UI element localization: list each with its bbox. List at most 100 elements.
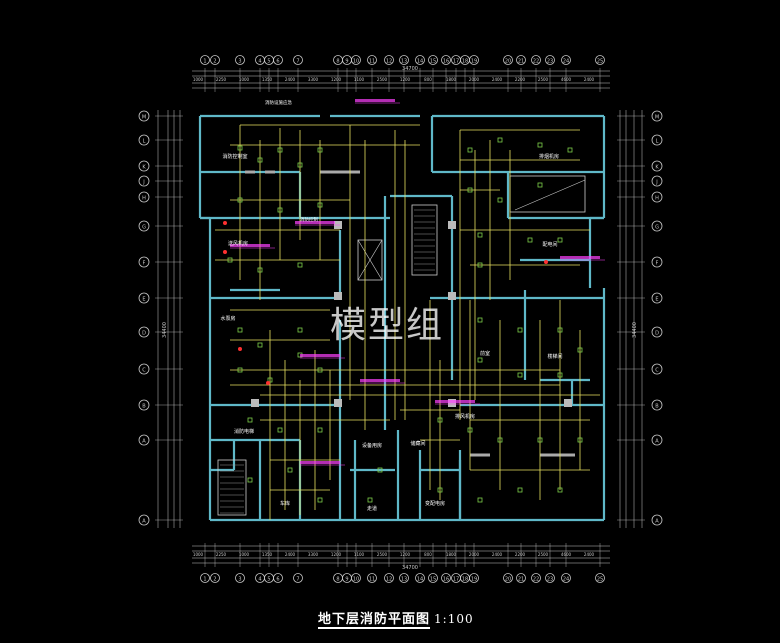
right-axis-label: E	[655, 297, 658, 303]
bottom-axis-bubble	[399, 573, 409, 583]
top-axis-label: 17	[453, 59, 459, 65]
bottom-dimension-value: 2250	[216, 552, 227, 557]
top-dimension-value: 2400	[584, 77, 595, 82]
bottom-dimension-value: 1100	[354, 552, 365, 557]
left-axis-bubble	[138, 160, 150, 172]
structural-column	[448, 292, 456, 300]
structural-column	[564, 399, 572, 407]
right-axis-bubble	[651, 256, 663, 268]
left-axis-bubble	[138, 434, 150, 446]
fire-detector	[247, 417, 253, 423]
top-axis-bubble	[399, 55, 409, 65]
left-axis-bubble	[138, 110, 150, 122]
fire-detector	[297, 162, 303, 168]
bottom-axis-label: 1	[203, 577, 206, 583]
alarm-bell	[544, 260, 548, 264]
top-dimension-value: 2500	[538, 77, 549, 82]
right-axis-label: F	[656, 261, 659, 267]
annotation-text-mark	[435, 400, 475, 403]
fire-detector	[477, 497, 483, 503]
annotation-text-mark	[360, 379, 400, 382]
annotation-label: 消防控制	[300, 216, 318, 223]
right-axis-label: H	[655, 196, 659, 202]
bottom-axis-bubble	[503, 573, 513, 583]
top-axis-bubble	[293, 55, 303, 65]
bottom-dimension-value: 1000	[239, 552, 250, 557]
alarm-bell	[266, 381, 270, 385]
fire-detector	[477, 262, 483, 268]
top-axis-label: 16	[443, 59, 449, 65]
bottom-axis-bubble	[441, 573, 451, 583]
fire-detector	[557, 327, 563, 333]
left-axis-bubble	[138, 292, 150, 304]
fire-detector	[497, 137, 503, 143]
fire-detector	[437, 487, 443, 493]
right-axis-bubble	[651, 434, 663, 446]
right-total-dimension: 34400	[632, 322, 638, 338]
bottom-axis-bubble	[210, 573, 220, 583]
room-label: 车库	[280, 500, 290, 507]
left-axis-label: H	[142, 196, 146, 202]
bottom-axis-label: 20	[505, 577, 511, 583]
top-axis-label: 22	[533, 59, 539, 65]
fire-detector	[477, 232, 483, 238]
fire-detector	[227, 257, 233, 263]
fire-detector	[247, 477, 253, 483]
top-axis-label: 1	[203, 59, 206, 65]
bottom-axis-label: 15	[430, 577, 436, 583]
left-axis-label: L	[143, 139, 146, 145]
bottom-axis-label: 25	[597, 577, 603, 583]
fire-detector	[237, 197, 243, 203]
room-label: 配电间	[542, 241, 557, 248]
top-axis-label: 10	[353, 59, 359, 65]
watermark-text: 模型组	[330, 305, 445, 346]
bottom-axis-label: 5	[267, 577, 270, 583]
top-axis-bubble	[595, 55, 605, 65]
bottom-axis-label: 19	[471, 577, 477, 583]
right-axis-bubble	[651, 399, 663, 411]
bottom-dimension-value: 2400	[584, 552, 595, 557]
fire-detector	[257, 157, 263, 163]
room-label: 送风机房	[228, 240, 248, 247]
right-axis-label: A	[655, 439, 659, 445]
bottom-axis-label: 17	[453, 577, 459, 583]
bottom-axis-label: 4	[258, 577, 261, 583]
right-axis-label: B	[655, 404, 659, 410]
room-label: 消防电梯	[234, 428, 254, 435]
fire-detector	[537, 182, 543, 188]
top-axis-bubble	[415, 55, 425, 65]
bottom-dimension-value: 800	[424, 552, 432, 557]
right-axis-label: M	[655, 115, 659, 121]
fire-detector	[557, 237, 563, 243]
top-axis-label: 23	[547, 59, 553, 65]
bottom-axis-label: 9	[345, 577, 348, 583]
bottom-axis-bubble	[235, 573, 245, 583]
bottom-axis-label: 12	[386, 577, 392, 583]
top-dimension-value: 2400	[492, 77, 503, 82]
fire-detector	[537, 142, 543, 148]
alarm-bell	[238, 347, 242, 351]
top-dimension-value: 2000	[469, 77, 480, 82]
top-axis-bubble	[210, 55, 220, 65]
right-axis-bubble	[651, 160, 663, 172]
fire-detector	[477, 357, 483, 363]
left-axis-label: B	[142, 404, 146, 410]
equipment-diagonal	[514, 179, 586, 211]
top-dimension-value: 1200	[400, 77, 411, 82]
bottom-axis-label: 6	[276, 577, 279, 583]
bottom-dimension-value: 3300	[308, 552, 319, 557]
bottom-dimension-value: 1350	[262, 552, 273, 557]
structural-column	[251, 399, 259, 407]
top-axis-label: 18	[462, 59, 468, 65]
fire-detector	[257, 342, 263, 348]
top-axis-label: 20	[505, 59, 511, 65]
top-dimension-value: 1000	[193, 77, 204, 82]
top-axis-bubble	[200, 55, 210, 65]
bottom-axis-label: 14	[417, 577, 423, 583]
bottom-dimension-value: 1200	[400, 552, 411, 557]
top-dimension-value: 1100	[354, 77, 365, 82]
fire-detector	[287, 467, 293, 473]
bottom-dimension-value: 2400	[285, 552, 296, 557]
top-axis-bubble	[235, 55, 245, 65]
